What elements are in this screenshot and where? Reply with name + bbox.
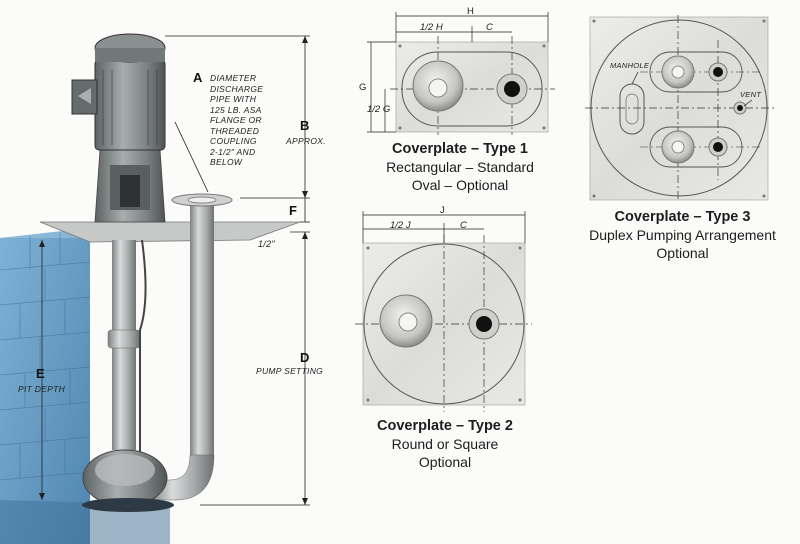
caption-type-3-line-2: Optional [656, 245, 709, 261]
caption-type-2-line-1: Round or Square [391, 436, 499, 452]
label-manhole: MANHOLE [610, 61, 650, 70]
label-a-line: 125 LB. ASA [210, 104, 262, 115]
dim-c-type2: C [460, 220, 467, 231]
dim-half-g: 1/2 G [367, 104, 391, 115]
dim-h: H [467, 6, 474, 17]
caption-type-1-line-2: Oval – Optional [411, 177, 509, 193]
label-vent: VENT [740, 90, 762, 99]
label-f-letter: F [289, 203, 297, 218]
pump-dimensions [41, 35, 310, 506]
dim-half-j: 1/2 J [390, 220, 411, 231]
label-half-inch: 1/2" [258, 239, 275, 249]
label-a-line: PIPE WITH [210, 94, 257, 104]
dim-j: J [440, 205, 445, 216]
label-b-letter: B [300, 118, 310, 133]
caption-type-3: Coverplate – Type 3 Duplex Pumping Arran… [570, 208, 795, 262]
label-a-line: FLANGE OR [210, 115, 262, 125]
coverplate-type-1-drawing [367, 12, 555, 135]
caption-type-2: Coverplate – Type 2 Round or Square Opti… [350, 417, 540, 471]
label-a-line: DIAMETER [210, 73, 257, 83]
dim-half-h: 1/2 H [420, 22, 443, 33]
vertical-pump [39, 33, 301, 512]
label-a-letter: A [193, 70, 203, 85]
label-a-line: COUPLING [210, 136, 257, 146]
label-a-line: BELOW [210, 157, 243, 167]
coverplate-type-3-drawing [585, 15, 775, 201]
label-d-text: PUMP SETTING [256, 366, 324, 376]
caption-type-3-line-1: Duplex Pumping Arrangement [589, 227, 776, 243]
dim-c-type1: C [486, 22, 493, 33]
caption-type-2-title: Coverplate – Type 2 [377, 418, 513, 434]
caption-type-2-line-2: Optional [418, 454, 472, 470]
coverplate-type-2-drawing [355, 211, 532, 412]
label-b-text: APPROX. [286, 136, 326, 146]
label-e-letter: E [36, 366, 45, 381]
label-a-line: DISCHARGE [210, 83, 264, 94]
caption-type-1: Coverplate – Type 1 Rectangular – Standa… [365, 140, 555, 194]
label-e-text: PIT DEPTH [18, 384, 66, 394]
dim-g: G [359, 82, 367, 93]
label-a-line: THREADED [210, 125, 260, 136]
caption-type-1-line-1: Rectangular – Standard [386, 159, 534, 175]
caption-type-3-title: Coverplate – Type 3 [614, 209, 751, 225]
caption-type-1-title: Coverplate – Type 1 [392, 141, 528, 157]
label-a-line: 2-1/2" AND [210, 146, 256, 157]
pump-arrowheads [39, 36, 308, 505]
label-d-letter: D [300, 350, 310, 365]
